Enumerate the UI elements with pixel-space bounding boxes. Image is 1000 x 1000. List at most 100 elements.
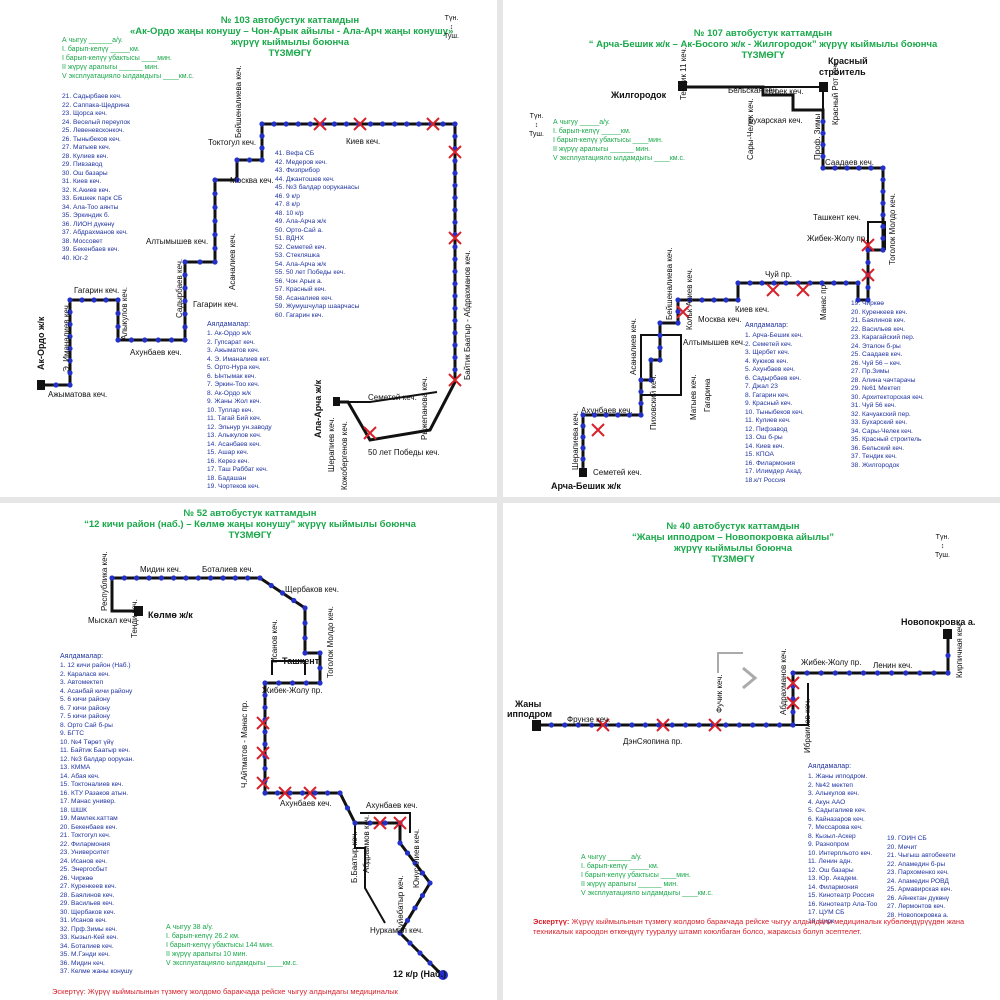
bus-stop-marker <box>638 412 644 418</box>
stop-list-item: 23. Университет <box>60 849 110 856</box>
bus-stop-marker <box>562 722 568 728</box>
stop-list-item: 11. Кулиев кеч. <box>745 417 791 424</box>
title-line: № 103 автобустук каттамдын <box>220 15 360 26</box>
stop-list-item: 24. Апамедин РОВД <box>887 877 949 885</box>
stop-list-a: 1. 12 кичи район (Наб.)2. Караласв кеч.3… <box>60 662 134 977</box>
street-label: Фрунзе кеч. <box>567 715 611 724</box>
bus-stop-marker <box>790 709 796 715</box>
bus-stop-marker <box>452 207 458 213</box>
street-label: Ак-Ордо ж/к <box>36 316 46 370</box>
closed-stop-cross-icon <box>591 423 605 437</box>
bus-stop-marker <box>844 165 850 171</box>
bus-stop-marker <box>452 342 458 348</box>
closed-stop-cross-icon <box>448 231 462 245</box>
info-line: I барып-келүү убактысы 144 мин. <box>166 942 274 949</box>
bus-stop-marker <box>212 259 218 265</box>
route-107-panel: № 107 автобустук каттамдын “ Арча-Бешик … <box>503 0 1000 497</box>
street-label: Нуркамал кеч. <box>370 926 424 935</box>
closed-stop-cross-icon <box>786 676 800 690</box>
bus-stop-marker <box>343 121 350 127</box>
street-label: Ахунбаев кеч. <box>366 801 418 810</box>
street-label: Москва кеч. <box>698 315 742 324</box>
bus-stop-marker <box>699 297 705 303</box>
closed-stop-cross-icon <box>303 786 317 800</box>
closed-stop-cross-icon <box>256 746 270 760</box>
stop-list-item: 1. Ак-Ордо ж/к <box>207 330 251 337</box>
bus-stop-marker <box>580 423 586 429</box>
bus-stop-marker <box>195 575 201 581</box>
bus-stop-marker <box>287 790 293 796</box>
stop-list-item: 11. Тагай Бий кеч. <box>207 415 262 422</box>
stop-list-item: 25. Саадаев кеч. <box>851 351 903 358</box>
stop-list-item: 30. Щербаков кеч. <box>60 908 116 916</box>
title-line: “12 кичи район (наб.) – Көлмө жаңы конуш… <box>84 519 416 530</box>
stop-list-item: 27. Пр.Зимы <box>851 368 890 375</box>
bus-stop-marker <box>440 121 446 127</box>
bus-stop-marker <box>407 940 413 946</box>
stop-list-item: 9. Жаны Жол кеч. <box>207 398 262 405</box>
warning-note: Эскертүү: Жүрүү кыймылынын түзмөгү жолдо… <box>52 987 398 996</box>
stop-list-item: 35. М.Гэнди кеч. <box>60 951 110 958</box>
stop-list-item: 52. Семетей кеч. <box>275 243 327 251</box>
bus-stop-marker <box>865 297 871 303</box>
route-107-map <box>579 81 886 477</box>
bus-stop-marker <box>880 200 886 206</box>
bus-stop-marker <box>657 357 663 363</box>
compass-arrow-icon: ↕ <box>449 24 454 31</box>
info-line: I барып-келүү убактысы ____мин. <box>553 137 663 144</box>
closed-stop-cross-icon <box>766 283 780 297</box>
street-label: Токтогул кеч. <box>208 138 257 147</box>
bus-stop-marker <box>790 670 796 676</box>
stop-list-item: 8. Гагарин кеч. <box>745 391 790 399</box>
info-line: II жүрүү аралыгы ______ мин. <box>581 881 679 888</box>
stop-list-item: 12. Ош базары <box>808 866 854 874</box>
bus-stop-marker <box>262 729 268 735</box>
bus-stop-marker <box>276 680 282 686</box>
bus-stop-marker <box>820 142 826 148</box>
bus-stop-marker <box>259 157 265 163</box>
bus-stop-marker <box>257 575 263 581</box>
bus-stop-marker <box>865 284 871 291</box>
bus-stop-marker <box>246 157 253 163</box>
route-52-panel: № 52 автобустук каттамдын “12 кичи район… <box>0 503 497 1000</box>
street-label: ДэнСяопина пр. <box>623 737 683 746</box>
stop-list-item: 17. Таш Раббат кеч. <box>207 466 268 473</box>
bus-stop-marker <box>832 670 838 676</box>
stop-list-item: 24. Эталон б-ры <box>851 342 901 350</box>
info-line: II жүрүү аралыгы ______ мин. <box>553 146 651 153</box>
bus-stop-marker <box>302 605 308 611</box>
street-label: Жибек-Жолу пр. <box>807 234 868 243</box>
bus-stop-marker <box>344 805 351 811</box>
bus-stop-marker <box>452 268 458 275</box>
stop-list-item: 18.к/т Россия <box>745 476 786 484</box>
bus-stop-marker <box>629 722 635 728</box>
stops-heading: Аялдамалар: <box>207 321 251 328</box>
stop-list-item: 38. Жилгородок <box>851 461 900 469</box>
bus-stop-marker <box>648 357 654 363</box>
bus-stop-marker <box>747 280 753 286</box>
street-label: Юнусалиев кеч. <box>412 828 421 888</box>
title-line: «Ак-Ордо жаңы конушу – Чон-Арык айылы - … <box>130 26 454 37</box>
street-label: Ахунбаев кеч. <box>130 348 182 357</box>
bus-stop-marker <box>417 950 423 956</box>
north-label: Түн. <box>444 15 459 22</box>
street-label: Кирпичная кеч. <box>955 621 964 678</box>
bus-stop-marker <box>317 650 323 656</box>
stop-list-item: 22. Апамедин б-ры <box>887 860 946 868</box>
stop-list-item: 8. Кызыл-Аскер <box>808 832 856 840</box>
bus-stop-marker <box>790 722 796 728</box>
bus-stop-marker <box>307 121 313 127</box>
street-label: Тоголок Молдо кеч. <box>326 606 335 678</box>
route-info: А чыгуу ______а/у. I. барып-келүү _____к… <box>62 36 194 81</box>
stop-list-item: 34. Сары-Челек кеч. <box>851 427 913 435</box>
bus-stop-marker <box>763 722 769 728</box>
stop-list-item: 59. Жумушчулар шаарчасы <box>275 303 360 310</box>
bus-stop-marker <box>259 145 265 151</box>
bus-stop-marker <box>302 620 308 626</box>
stop-list-item: 29. Пивзавод <box>62 161 103 168</box>
street-label: Семетей кеч. <box>593 468 642 477</box>
bus-stop-marker <box>832 165 838 171</box>
bus-stop-marker <box>367 820 373 826</box>
